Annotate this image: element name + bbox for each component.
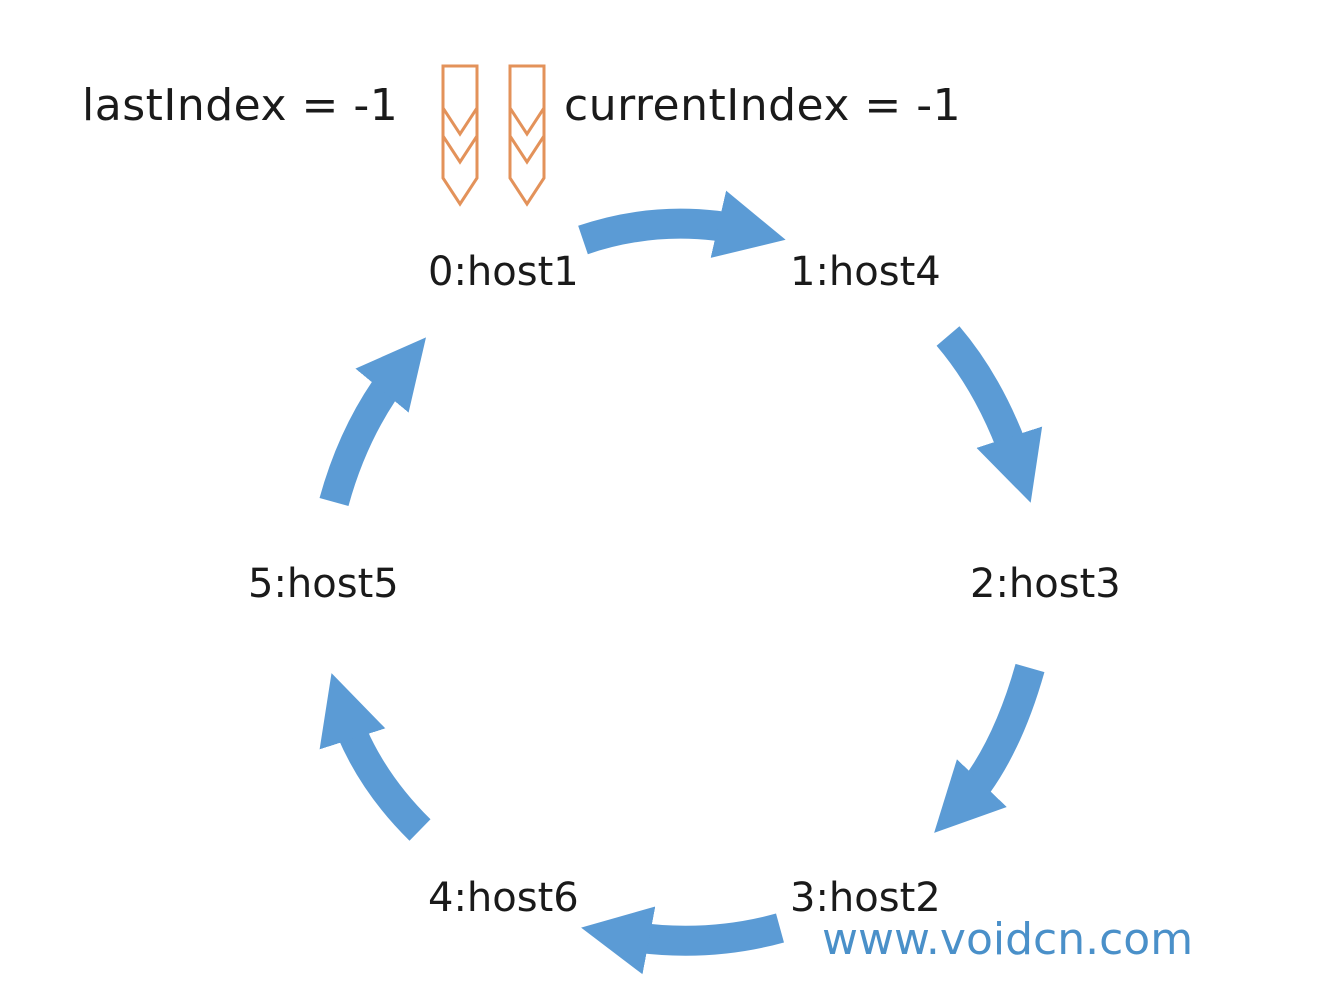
current-index-label: currentIndex = -1 bbox=[564, 80, 962, 131]
node-4: 4:host6 bbox=[428, 875, 579, 921]
arrow-5-to-0 bbox=[319, 337, 426, 507]
watermark-text: www.voidcn.com bbox=[822, 914, 1194, 965]
node-2: 2:host3 bbox=[970, 561, 1121, 607]
arrow-2-to-3 bbox=[934, 663, 1045, 833]
arrow-4-to-5 bbox=[319, 673, 431, 841]
last-index-pointer-icon bbox=[441, 64, 479, 207]
node-0: 0:host1 bbox=[428, 249, 579, 295]
node-3: 3:host2 bbox=[790, 875, 941, 921]
arrow-0-to-1 bbox=[578, 190, 786, 258]
current-index-pointer-icon bbox=[508, 64, 546, 207]
node-1: 1:host4 bbox=[790, 249, 941, 295]
node-5: 5:host5 bbox=[248, 561, 399, 607]
arrow-1-to-2 bbox=[936, 326, 1043, 503]
arrow-3-to-4 bbox=[581, 906, 784, 975]
last-index-label: lastIndex = -1 bbox=[82, 80, 399, 131]
